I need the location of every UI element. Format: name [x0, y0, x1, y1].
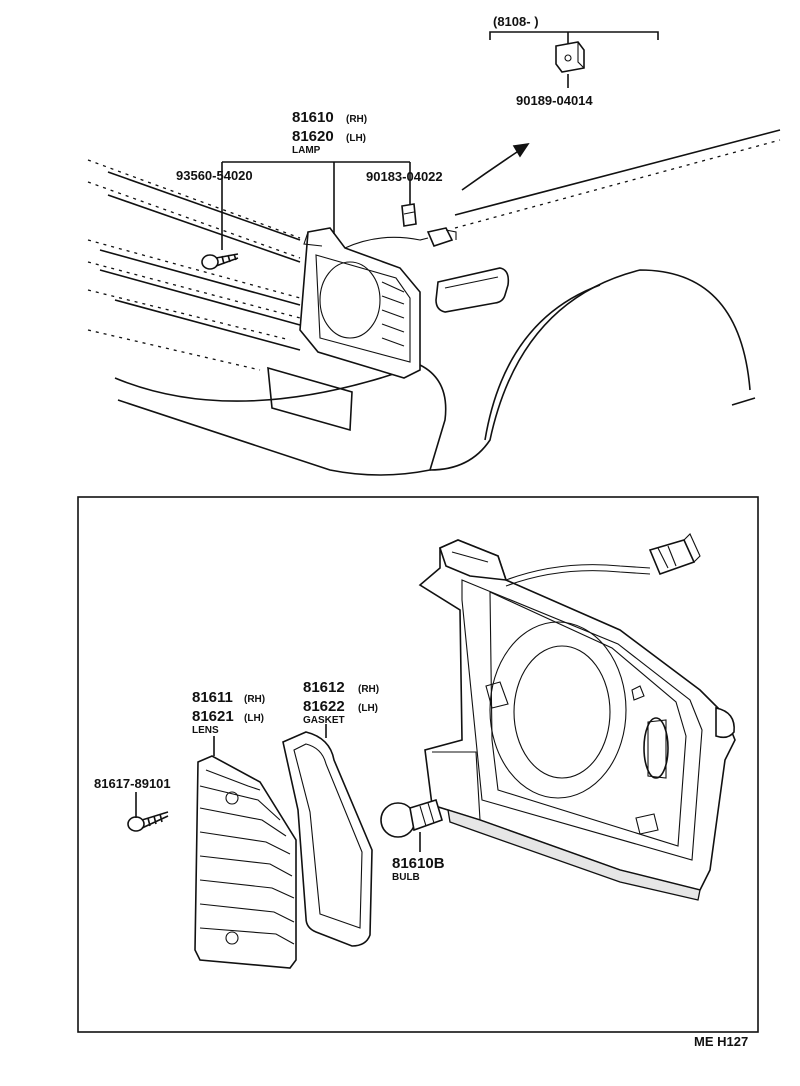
nut-part-number: 90183-04022 — [366, 169, 443, 184]
lamp-lh-part-number: 81620 — [292, 128, 334, 145]
clip-top-part-number: 90189-04014 — [516, 93, 593, 108]
gasket-icon — [282, 731, 373, 947]
exploded-view-frame — [77, 496, 759, 1033]
lamp-housing-large — [418, 533, 736, 901]
gasket-lh-side: (LH) — [358, 703, 378, 714]
gasket-rh-side: (RH) — [358, 684, 379, 695]
ref-bracket — [489, 31, 659, 40]
arrow-icon — [461, 149, 521, 191]
bulb-name: BULB — [392, 872, 420, 883]
side-marker-lamp — [435, 267, 510, 313]
lamp-lh-side: (LH) — [346, 133, 366, 144]
screw-lower-icon — [127, 792, 169, 832]
clip-top-icon — [555, 41, 585, 73]
lens-lh-side: (LH) — [244, 713, 264, 724]
screw-upper-part-number: 93560-54020 — [176, 168, 253, 183]
lamp-housing-installed — [299, 227, 457, 379]
figure-code: ME H127 — [694, 1034, 748, 1049]
license-plate-recess — [267, 366, 353, 432]
screw-upper-icon — [201, 253, 239, 270]
clip-nut-icon — [401, 203, 417, 227]
gasket-name: GASKET — [303, 715, 345, 726]
wire-connector-icon — [426, 227, 454, 247]
lens-rh-side: (RH) — [244, 694, 265, 705]
gasket-lh-part-number: 81622 — [303, 698, 345, 715]
top-ref-label: (8108- ) — [493, 14, 539, 29]
lens-name: LENS — [192, 725, 219, 736]
bulb-part-number: 81610B — [392, 855, 445, 872]
lens-rh-part-number: 81611 — [192, 689, 233, 706]
lamp-rh-side: (RH) — [346, 114, 367, 125]
bulb-icon — [380, 798, 443, 852]
lamp-name: LAMP — [292, 145, 321, 156]
lamp-rh-part-number: 81610 — [292, 109, 334, 126]
lens-icon — [194, 755, 297, 969]
screw-lower-part-number: 81617-89101 — [94, 776, 171, 791]
vehicle-front-body — [87, 129, 781, 476]
lens-lh-part-number: 81621 — [192, 708, 234, 725]
gasket-rh-part-number: 81612 — [303, 679, 345, 696]
